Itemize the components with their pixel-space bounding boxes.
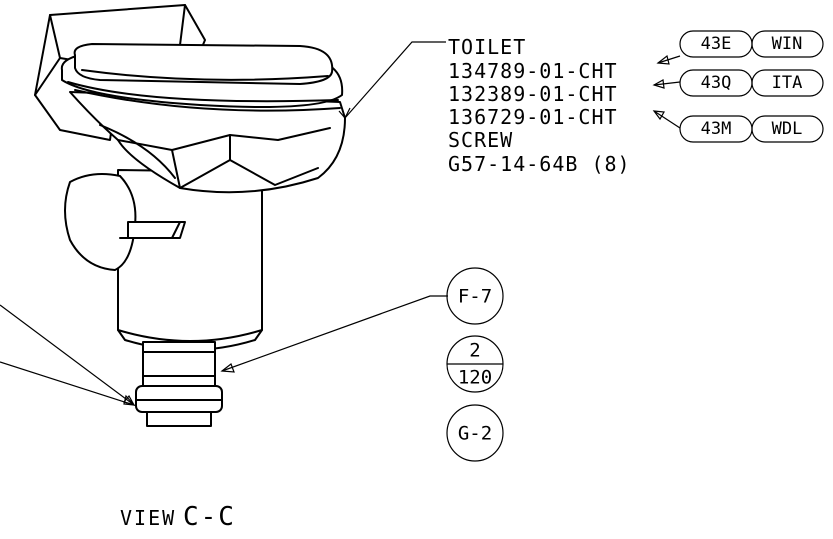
outlet-stub: [142, 341, 216, 387]
tag-1-right: WIN: [772, 34, 803, 54]
toilet-pedestal: [117, 169, 263, 342]
view-label: VIEW C-C: [120, 502, 236, 532]
svg-text:F-7: F-7: [458, 286, 492, 308]
callout-line-3: 132389-01-CHT: [448, 82, 618, 106]
toilet-bowl: [69, 91, 346, 194]
effectivity-tag-3: 43M WDL: [679, 115, 824, 143]
effectivity-tag-2: 43Q ITA: [679, 69, 824, 97]
ref-circle-f7: F-7: [446, 267, 504, 325]
tag-3-left: 43M: [701, 119, 732, 139]
effectivity-tags: 43E WIN 43Q ITA 43M WDL: [679, 30, 824, 143]
split-top-value: 2: [469, 340, 480, 362]
reference-circles: F-7 2 120 G-2: [446, 267, 504, 462]
callout-block: TOILET 134789-01-CHT 132389-01-CHT 13672…: [448, 35, 631, 176]
view-label-prefix: VIEW: [120, 506, 176, 530]
tag-1-left: 43E: [701, 34, 732, 54]
tag-2-right: ITA: [772, 73, 803, 93]
split-bottom-value: 120: [458, 367, 492, 389]
effectivity-tag-1: 43E WIN: [679, 30, 824, 58]
callout-line-1: TOILET: [448, 35, 526, 59]
callout-line-6: G57-14-64B (8): [448, 152, 631, 176]
view-label-section: C-C: [183, 502, 236, 532]
callout-line-5: SCREW: [448, 128, 513, 152]
callout-line-4: 136729-01-CHT: [448, 105, 618, 129]
tag-2-left: 43Q: [701, 73, 732, 93]
ref-circle-g2: G-2: [446, 404, 504, 462]
tag-3-right: WDL: [772, 119, 803, 139]
flush-handle: [64, 173, 137, 271]
callout-line-2: 134789-01-CHT: [448, 59, 618, 83]
toilet-lid: [73, 43, 334, 85]
ref-circle-split: 2 120: [446, 335, 504, 393]
svg-text:G-2: G-2: [458, 423, 492, 445]
toilet-illustration: [34, 4, 346, 427]
outlet-collar: [146, 411, 212, 427]
leader-lines: [0, 41, 681, 406]
